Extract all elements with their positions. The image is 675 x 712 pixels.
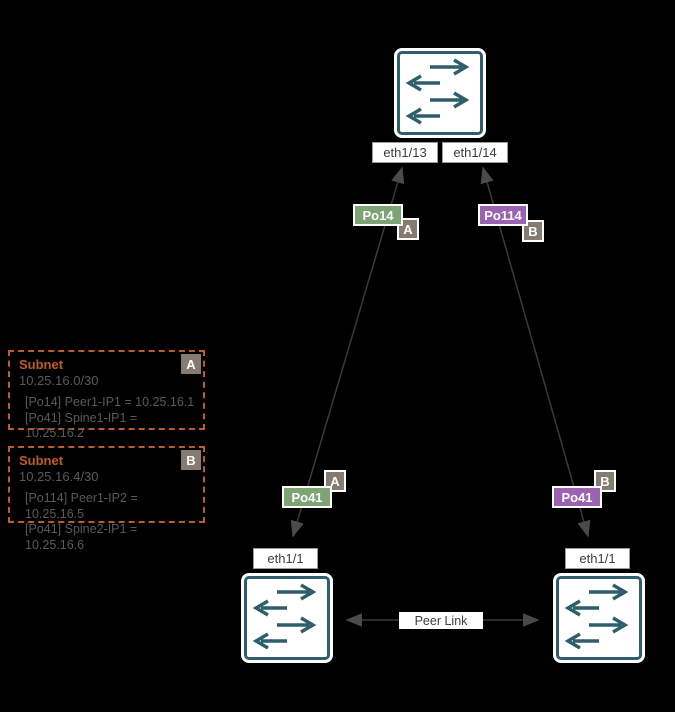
subnet-a-cidr: 10.25.16.0/30 bbox=[19, 373, 99, 388]
subnet-b-title: Subnet bbox=[19, 453, 64, 468]
port-channel-po114: Po114 bbox=[478, 204, 528, 226]
switch-arrows-icon bbox=[252, 583, 317, 650]
subnet-b-cidr: 10.25.16.4/30 bbox=[19, 469, 99, 484]
port-channel-po41-right: Po41 bbox=[552, 486, 602, 508]
subnet-badge-b: B bbox=[181, 450, 201, 470]
peer-link-label: Peer Link bbox=[399, 612, 483, 629]
port-label-peer1-eth1-1: eth1/1 bbox=[253, 548, 318, 569]
switch-arrows-icon bbox=[564, 583, 629, 650]
peer1-switch-icon bbox=[244, 576, 330, 660]
subnet-box-b: B Subnet 10.25.16.4/30 [Po114] Peer1-IP2… bbox=[8, 446, 205, 552]
port-label-eth1-13: eth1/13 bbox=[372, 142, 438, 163]
subnet-b-line-1: [Po114] Peer1-IP2 = 10.25.16.5 bbox=[25, 491, 138, 521]
port-label-eth1-14: eth1/14 bbox=[442, 142, 508, 163]
link-spine-to-peer2 bbox=[480, 166, 591, 538]
switch-arrows-icon bbox=[405, 58, 470, 125]
subnet-a-line-1: [Po14] Peer1-IP1 = 10.25.16.1 bbox=[25, 395, 195, 409]
subnet-b-line-2: [Po41] Spine2-IP1 = 10.25.16.6 bbox=[25, 522, 138, 552]
peer2-switch-icon bbox=[556, 576, 642, 660]
port-channel-po14: Po14 bbox=[353, 204, 403, 226]
subnet-a-title: Subnet bbox=[19, 357, 64, 372]
subnet-box-a: A Subnet 10.25.16.0/30 [Po14] Peer1-IP1 … bbox=[8, 350, 205, 440]
spine-switch-icon bbox=[397, 51, 483, 135]
subnet-badge-a: A bbox=[181, 354, 201, 374]
subnet-a-line-2: [Po41] Spine1-IP1 = 10.25.16.2 bbox=[25, 410, 138, 441]
port-channel-po41-left: Po41 bbox=[282, 486, 332, 508]
link-spine-to-peer1 bbox=[290, 166, 405, 538]
port-label-peer2-eth1-1: eth1/1 bbox=[565, 548, 630, 569]
